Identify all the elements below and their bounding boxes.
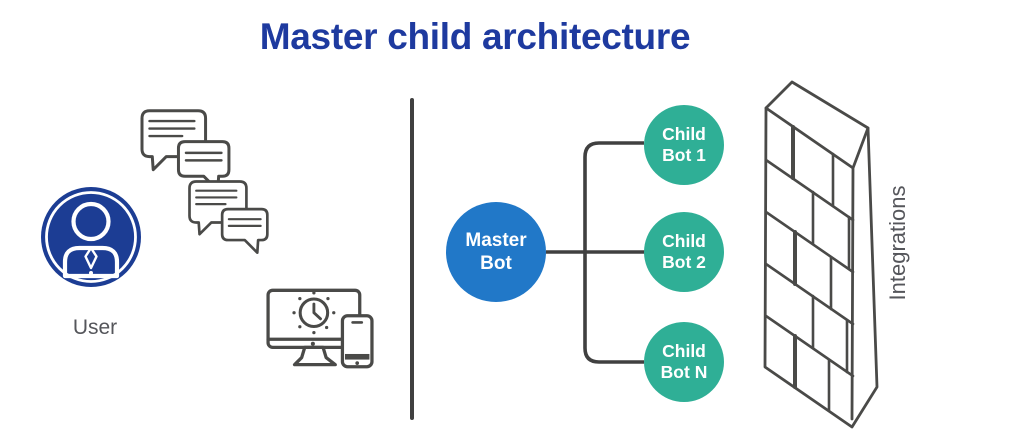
page-title: Master child architecture [259, 16, 691, 57]
user-label: User [72, 316, 118, 339]
child-bot-node: Child Bot N [644, 322, 724, 402]
master-bot-node: Master Bot [446, 202, 546, 302]
integrations-label: Integrations [885, 185, 910, 301]
user-avatar-icon [41, 187, 141, 287]
divider-line [410, 98, 414, 420]
child-bot-node: Child Bot 1 [644, 105, 724, 185]
child-bot-label: Child Bot 1 [662, 123, 706, 165]
child-bot-label: Child Bot N [660, 340, 708, 382]
child-bot-node: Child Bot 2 [644, 212, 724, 292]
brick-wall-icon [763, 80, 879, 429]
master-bot-label: Master Bot [465, 229, 527, 274]
monitor-clock-phone-icon [266, 288, 374, 369]
child-bot-label: Child Bot 2 [662, 230, 706, 272]
